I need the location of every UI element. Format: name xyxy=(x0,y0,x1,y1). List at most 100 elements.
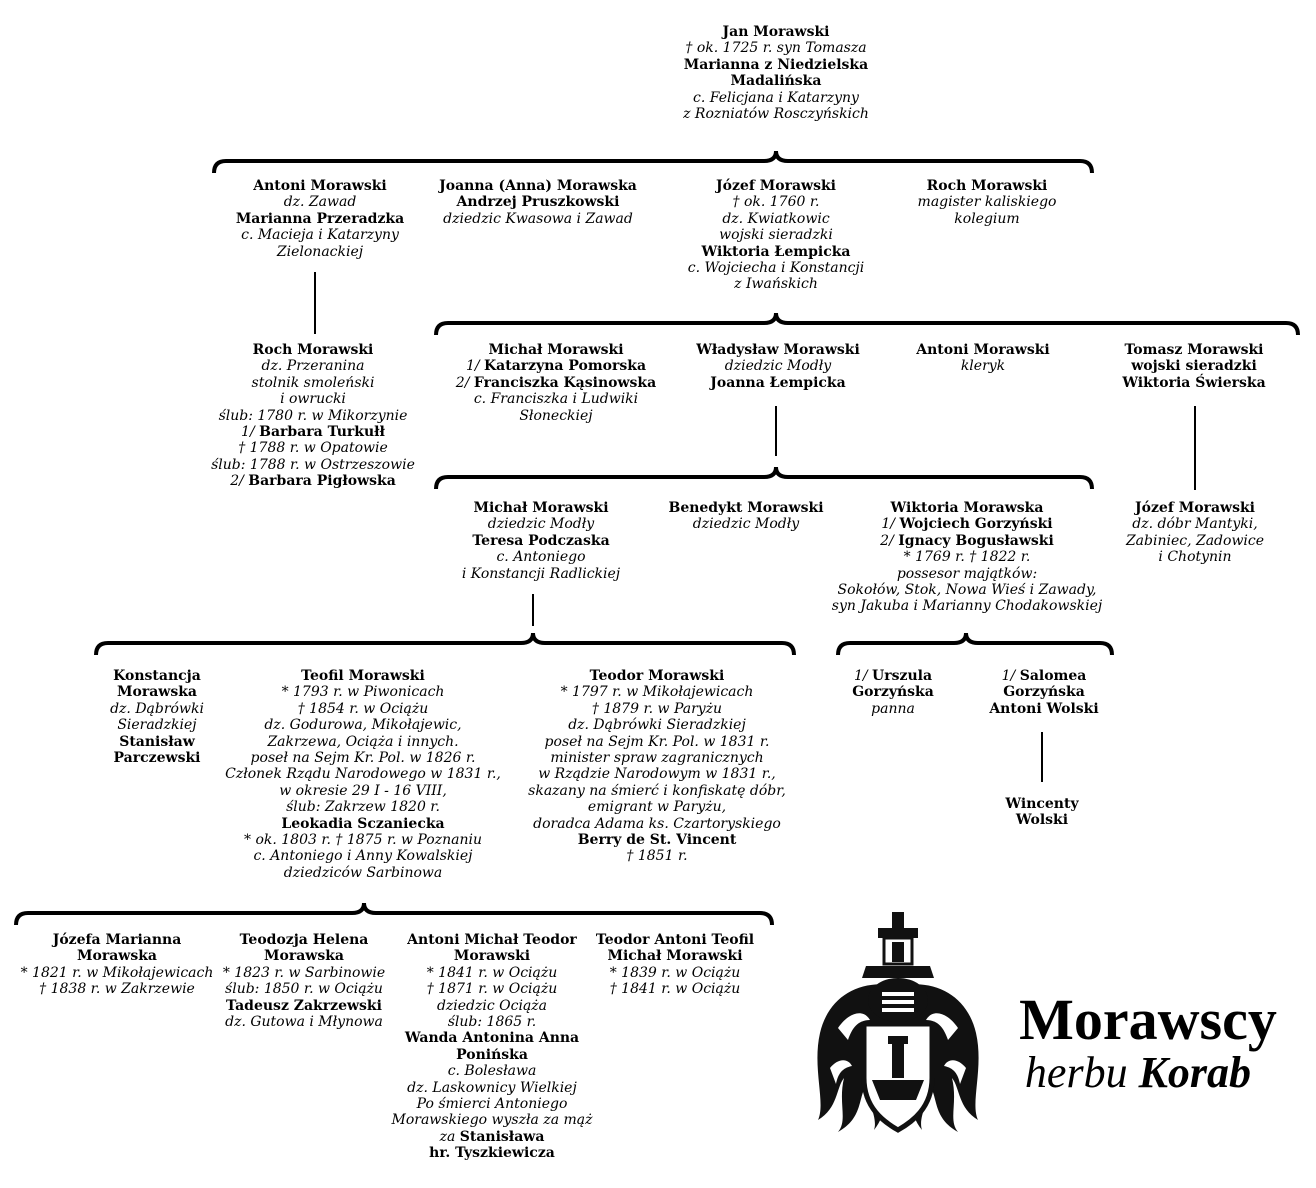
person-text: Tadeusz Zakrzewski xyxy=(226,997,382,1014)
person-text: dz. Gutowa i Młynowa xyxy=(225,1014,383,1031)
person-line: dz. Zawad xyxy=(160,194,480,210)
person-line: wojski sieradzki xyxy=(1034,358,1316,374)
person-text: dz. Dąbrówki Sieradzkiej xyxy=(568,717,746,734)
person-text: dziedzic Modły xyxy=(724,358,832,375)
person-text: Benedykt Morawski xyxy=(668,500,824,516)
tree-brace xyxy=(434,312,1300,336)
person-line: † ok. 1760 r. xyxy=(616,194,936,210)
person-line: magister kaliskiego xyxy=(827,194,1147,210)
person-text: Sokołów, Stok, Nowa Wieś i Zawady, xyxy=(837,582,1097,599)
person-text: * 1797 r. w Mikołajewicach xyxy=(560,684,754,701)
person-line: † 1788 r. w Opatowie xyxy=(153,440,473,456)
person-line: * 1823 r. w Sarbinowie xyxy=(144,965,464,981)
person-text: Wincenty xyxy=(1005,796,1079,812)
person-text: Joanna Łempicka xyxy=(710,374,846,391)
person-text: Sieradzkiej xyxy=(117,717,197,734)
person-line: 1/ Barbara Turkułł xyxy=(153,424,473,440)
person-text: kolegium xyxy=(954,210,1020,227)
person-text: Joanna (Anna) Morawska xyxy=(439,178,637,194)
person-line: dziedziców Sarbinowa xyxy=(203,865,523,881)
person-line: Morawski xyxy=(332,948,652,964)
person-line: z Rozniatów Rosczyńskich xyxy=(616,106,936,122)
person-line: Słoneckiej xyxy=(396,408,716,424)
person-text: possesor majątków: xyxy=(896,565,1038,582)
person-line: Tadeusz Zakrzewski xyxy=(144,998,464,1014)
person-line: ślub: Zakrzew 1820 r. xyxy=(203,799,523,815)
person-text: Wojciech Gorzyński xyxy=(899,516,1053,533)
person-text: Morawskiego wyszła za mąż xyxy=(391,1112,593,1129)
person-line: Madalińska xyxy=(616,73,936,89)
person-text: Michał Morawski xyxy=(473,500,609,516)
person-text: i Chotynin xyxy=(1158,549,1232,566)
person-line: Po śmierci Antoniego xyxy=(332,1096,652,1112)
person-line: Jan Morawski xyxy=(616,24,936,40)
person-line: panna xyxy=(733,701,1053,717)
person-text: Morawska xyxy=(117,684,197,701)
person-text: Morawska xyxy=(264,948,344,965)
person-line: skazany na śmierć i konfiskatę dóbr, xyxy=(497,783,817,799)
person-line: poseł na Sejm Kr. Pol. w 1831 r. xyxy=(497,734,817,750)
person-line: za Stanisława xyxy=(332,1129,652,1145)
person-text: Teofil Morawski xyxy=(301,668,425,684)
person-text: Roch Morawski xyxy=(252,342,374,358)
person-text: * ok. 1803 r. † 1875 r. w Poznaniu xyxy=(244,832,482,849)
person-text: Wiktoria Świerska xyxy=(1122,374,1266,391)
person-line: † 1841 r. w Ociążu xyxy=(515,981,835,997)
person-text: Józef Morawski xyxy=(716,178,836,194)
person-text: † ok. 1760 r. xyxy=(732,194,820,211)
person-line: Konstancja xyxy=(0,668,317,684)
person-text: Antoni Morawski xyxy=(916,342,1050,358)
person-line: kolegium xyxy=(827,211,1147,227)
person-text: Wolski xyxy=(1015,812,1069,829)
person-line: Sokołów, Stok, Nowa Wieś i Zawady, xyxy=(807,582,1127,598)
tree-brace xyxy=(434,466,1094,490)
person-text: za xyxy=(439,1128,460,1145)
person-line: * 1793 r. w Piwonicach xyxy=(203,684,523,700)
title-surname: Morawscy xyxy=(1019,987,1277,1052)
person-text: dz. dóbr Mantyki, xyxy=(1132,516,1258,533)
person-text: † 1871 r. w Ociążu xyxy=(426,981,558,998)
person-line: c. Wojciecha i Konstancji xyxy=(616,260,936,276)
person-text: Słoneckiej xyxy=(519,407,593,424)
person-text: * 1793 r. w Piwonicach xyxy=(281,684,445,701)
person-line: 2/ Ignacy Bogusławski xyxy=(807,533,1127,549)
person-line: * 1841 r. w Ociążu xyxy=(332,965,652,981)
person-text: Zabiniec, Zadowice xyxy=(1125,532,1265,549)
person-text: 1/ xyxy=(465,358,485,375)
person-text: Gorzyńska xyxy=(852,684,934,701)
person-line: † 1871 r. w Ociążu xyxy=(332,981,652,997)
person-text: Roch Morawski xyxy=(926,178,1048,194)
person-text: Zakrzewa, Ociąża i innych. xyxy=(267,733,459,750)
person-text: dz. Przeranina xyxy=(261,358,365,375)
person-line: Berry de St. Vincent xyxy=(497,832,817,848)
person-line: doradca Adama ks. Czartoryskiego xyxy=(497,816,817,832)
person-line: Teresa Podczaska xyxy=(381,533,701,549)
person-text: dziedzic Kwasowa i Zawad xyxy=(443,210,633,227)
person-text: dz. Godurowa, Mikołajewic, xyxy=(264,717,462,734)
person-text: Franciszka Kąsinowska xyxy=(473,374,657,391)
person-line: emigrant w Paryżu, xyxy=(497,799,817,815)
person-line: dz. dóbr Mantyki, xyxy=(1035,516,1316,532)
person-text: 2/ xyxy=(230,473,249,490)
person-text: Barbara Pigłowska xyxy=(248,473,396,490)
person-text: emigrant w Paryżu, xyxy=(587,799,727,816)
person-text: c. Antoniego i Anny Kowalskiej xyxy=(253,848,473,865)
person-line: Teofil Morawski xyxy=(203,668,523,684)
person-line: 1/ Urszula xyxy=(733,668,1053,684)
person-text: i owrucki xyxy=(280,391,346,408)
person-line: Józefa Marianna xyxy=(0,932,277,948)
person-text: Morawska xyxy=(77,948,157,965)
person-line: ślub: 1865 r. xyxy=(332,1014,652,1030)
person-line: Antoni Michał Teodor xyxy=(332,932,652,948)
person-text: c. Franciszka i Ludwiki xyxy=(473,391,639,408)
person-line: wojski sieradzki xyxy=(616,227,936,243)
person-text: ślub: 1780 r. w Mikorzynie xyxy=(218,407,408,424)
person-text: 1/ xyxy=(1001,668,1020,684)
